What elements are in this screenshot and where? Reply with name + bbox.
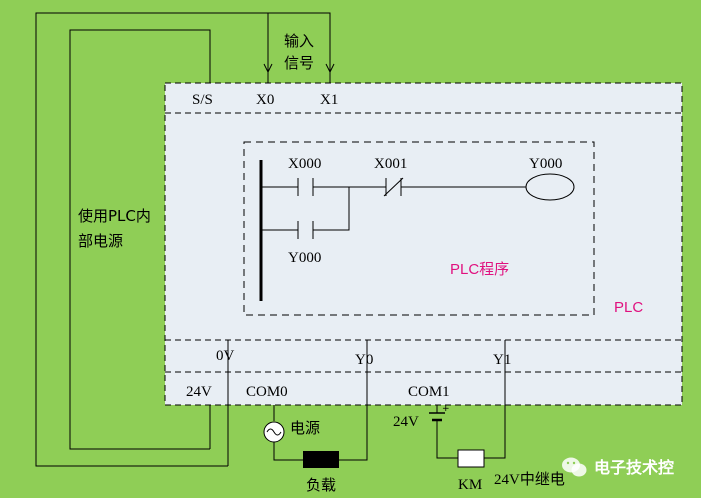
program-title: PLC程序 <box>450 261 509 278</box>
terminal-com1: COM1 <box>408 384 450 400</box>
km-to-y1-wire <box>484 372 506 459</box>
relay-label: 24V中继电 <box>494 471 565 488</box>
terminal-y0: Y0 <box>355 352 373 368</box>
coil-y000-icon <box>525 173 575 201</box>
km-label: KM <box>458 477 482 493</box>
watermark-text: 电子技术控 <box>594 458 674 477</box>
contact-y000-label: Y000 <box>288 250 321 266</box>
internal-supply-label-1: 使用PLC内 <box>78 207 151 225</box>
internal-supply-label-2: 部电源 <box>78 232 123 250</box>
source-to-load-wire <box>273 442 303 461</box>
ac-wave-icon <box>266 428 282 436</box>
dc-supply-label: 24V <box>393 414 419 430</box>
load-label: 负载 <box>306 476 336 494</box>
input-x1-wire <box>268 12 331 85</box>
input-signal-label-2: 信号 <box>284 54 314 72</box>
terminal-y1: Y1 <box>493 352 511 368</box>
terminal-x1: X1 <box>320 92 338 108</box>
branch-wire-b <box>313 187 350 231</box>
km-relay-coil-icon <box>457 449 485 468</box>
dc-plus-icon: + <box>442 404 450 414</box>
program-box <box>243 141 595 316</box>
contact-x001-nc-slash <box>383 177 404 197</box>
plc-body <box>164 82 683 406</box>
terminal-24v: 24V <box>186 384 212 400</box>
plc-label: PLC <box>614 299 643 316</box>
terminal-com0: COM0 <box>246 384 288 400</box>
contact-x000-label: X000 <box>288 156 321 172</box>
power-label: 电源 <box>290 419 320 437</box>
coil-y000-label: Y000 <box>529 156 562 172</box>
dc-to-km-wire <box>436 420 458 459</box>
inner-loop-wire <box>69 29 211 450</box>
input-signal-label-1: 输入 <box>284 32 314 50</box>
load-icon <box>303 451 339 468</box>
wechat-icon <box>562 457 587 477</box>
contact-x001-label: X001 <box>374 156 407 172</box>
terminal-0v: 0V <box>216 348 235 364</box>
terminal-ss: S/S <box>192 92 213 108</box>
load-to-y0-wire <box>339 372 368 461</box>
terminal-x0: X0 <box>256 92 274 108</box>
